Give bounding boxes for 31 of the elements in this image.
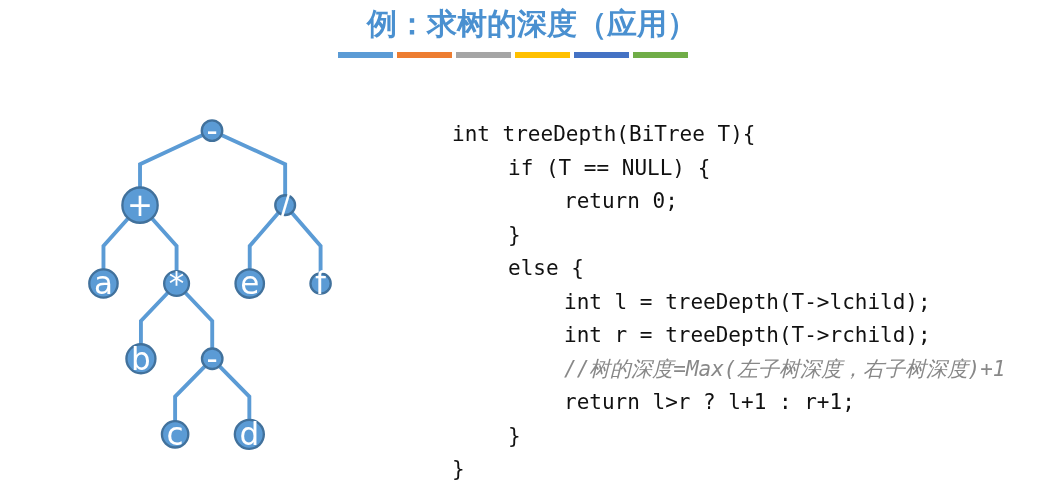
code-line: }: [452, 457, 465, 480]
code-line: else {: [508, 256, 584, 280]
node-circle: -: [200, 119, 224, 143]
connector: [139, 291, 170, 345]
node-circle: +: [121, 186, 159, 224]
code-line: int treeDepth(BiTree T){: [452, 122, 756, 146]
node-circle: d: [233, 418, 265, 450]
connector: [247, 211, 281, 270]
code-line: return l>r ? l+1 : r+1;: [564, 390, 855, 414]
connector: [138, 133, 204, 188]
code-line: int l = treeDepth(T->lchild);: [564, 289, 931, 314]
code-line: }: [508, 423, 521, 448]
node-circle: -: [200, 347, 224, 371]
connector: [101, 217, 130, 270]
node-circle: e: [234, 268, 266, 299]
node-circle: *: [163, 269, 191, 298]
node-circle: c: [160, 419, 190, 449]
code-line: }: [508, 222, 521, 247]
connector: [220, 133, 288, 196]
code-comment: //树的深度=Max(左子树深度，右子树深度)+1: [564, 356, 1006, 381]
connector: [218, 364, 252, 420]
connector: [173, 364, 207, 422]
code-line: if (T == NULL) {: [508, 155, 711, 180]
connector: [150, 217, 179, 272]
connector: [183, 291, 215, 349]
code-line: return 0;: [564, 189, 678, 213]
title: 例：求树的深度（应用）: [366, 6, 697, 41]
connector: [290, 211, 323, 274]
node-circle: a: [88, 268, 119, 299]
code-line: int r = treeDepth(T->rchild);: [564, 323, 931, 347]
node-circle: b: [125, 343, 157, 375]
